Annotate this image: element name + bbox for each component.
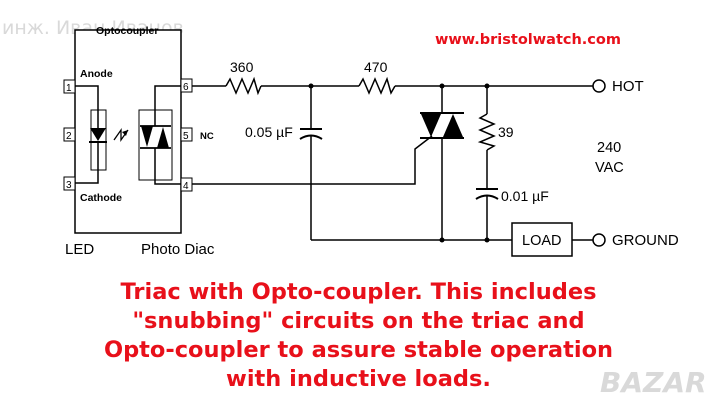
- caption-line-2: "snubbing" circuits on the triac and: [132, 308, 585, 334]
- pin-2-box: [63, 127, 76, 142]
- hot-label: HOT: [612, 78, 644, 95]
- bazar-badge: BAZAR: [600, 366, 707, 399]
- triac-icon: [420, 112, 464, 139]
- led-diode-icon: [90, 128, 106, 141]
- pin-4-label: 4: [183, 181, 189, 192]
- supply-voltage: 240: [597, 140, 621, 156]
- anode-label: Anode: [80, 68, 113, 80]
- supply-unit: VAC: [595, 160, 624, 176]
- capacitor-001-icon: [475, 188, 499, 200]
- caption-line-3: Opto-coupler to assure stable operation: [103, 337, 614, 363]
- hot-terminal: [592, 79, 606, 93]
- resistor-360-icon: [225, 76, 262, 96]
- capacitor-005-icon: [299, 128, 323, 140]
- resistor-470-icon: [358, 76, 396, 95]
- load-box: [511, 222, 573, 257]
- c1-value: 0.05 µF: [245, 124, 293, 140]
- pin-6-label: 6: [183, 82, 189, 93]
- pin-5-label: 5: [183, 131, 189, 142]
- diac-top-wire: [154, 85, 181, 126]
- photo-diac-label: Photo Diac: [141, 241, 215, 258]
- diac-frame: [138, 109, 173, 181]
- caption: Triac with Opto-coupler. This includes "…: [0, 278, 717, 394]
- pin-2-label: 2: [66, 131, 72, 142]
- nc-label: NC: [200, 131, 214, 142]
- r1-value: 360: [230, 59, 254, 75]
- led-frame: [90, 109, 107, 171]
- r2-value: 470: [364, 59, 388, 75]
- website-url: www.bristolwatch.com: [435, 32, 621, 48]
- caption-line-4: with inductive loads.: [226, 366, 491, 392]
- ground-terminal: [592, 233, 606, 247]
- optocoupler-title: Optocoupler: [96, 25, 158, 37]
- led-anode-wire: [75, 85, 99, 128]
- caption-line-1: Triac with Opto-coupler. This includes: [120, 279, 597, 305]
- pin-3-label: 3: [66, 180, 72, 191]
- photo-diac-icon-2: [157, 127, 169, 148]
- cathode-label: Cathode: [80, 192, 122, 204]
- pin-5-box: [180, 127, 193, 142]
- led-cathode-wire: [75, 142, 99, 184]
- load-label: LOAD: [522, 233, 562, 249]
- led-label: LED: [65, 241, 94, 258]
- optocoupler: Optocoupler 1 2 3 6 5 4 Anode Cathode NC: [63, 25, 215, 258]
- wiring: [192, 83, 593, 243]
- diac-bottom-wire: [154, 148, 181, 185]
- pin-1-label: 1: [66, 83, 72, 94]
- resistor-39-icon: [477, 113, 496, 151]
- c2-value: 0.01 µF: [501, 188, 549, 204]
- photo-diac-icon: [141, 126, 153, 147]
- r3-value: 39: [498, 124, 514, 140]
- ground-label: GROUND: [612, 232, 679, 249]
- light-arrows-icon: [113, 127, 129, 143]
